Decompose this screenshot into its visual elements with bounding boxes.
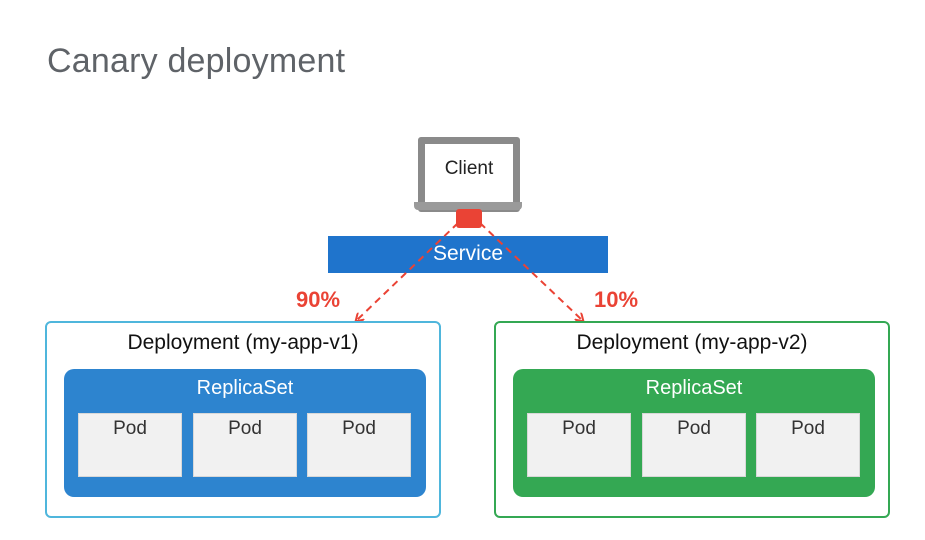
replicaset-v2-label: ReplicaSet xyxy=(645,377,743,399)
client-connector xyxy=(456,209,482,228)
deployment-v1-label: Deployment (my-app-v1) xyxy=(127,331,359,354)
deployment-v2: Deployment (my-app-v2) ReplicaSet Pod Po… xyxy=(494,321,890,518)
replicaset-v1-label: ReplicaSet xyxy=(196,377,294,399)
replicaset-v2: ReplicaSet Pod Pod Pod xyxy=(513,369,875,497)
pod-v1-2: Pod xyxy=(193,413,297,477)
pod-v2-1: Pod xyxy=(527,413,631,477)
traffic-percent-v2: 10% xyxy=(594,287,639,312)
replicaset-v1: ReplicaSet Pod Pod Pod xyxy=(64,369,426,497)
deployment-v2-label: Deployment (my-app-v2) xyxy=(576,331,808,354)
laptop-icon: Client xyxy=(418,137,520,212)
service-label: Service xyxy=(432,242,504,265)
laptop-base xyxy=(414,202,522,210)
pod-v2-2: Pod xyxy=(642,413,746,477)
pod-v1-1: Pod xyxy=(78,413,182,477)
pod-label: Pod xyxy=(562,418,596,439)
traffic-percent-v1: 90% xyxy=(296,287,341,312)
pod-label: Pod xyxy=(791,418,825,439)
pod-v2-3: Pod xyxy=(756,413,860,477)
client-label: Client xyxy=(444,158,494,179)
pod-label: Pod xyxy=(342,418,376,439)
pod-label: Pod xyxy=(228,418,262,439)
service-bar: Service xyxy=(328,236,608,273)
deployment-v1: Deployment (my-app-v1) ReplicaSet Pod Po… xyxy=(45,321,441,518)
pod-v1-3: Pod xyxy=(307,413,411,477)
page-title: Canary deployment xyxy=(47,42,346,80)
pod-label: Pod xyxy=(677,418,711,439)
pod-label: Pod xyxy=(113,418,147,439)
